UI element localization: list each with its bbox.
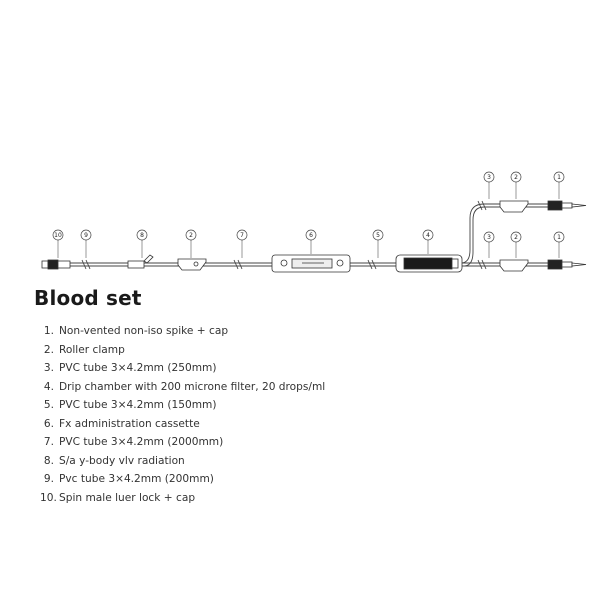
administration-cassette xyxy=(271,254,351,273)
legend-text: Roller clamp xyxy=(59,343,125,356)
callout-2-upper: 2 xyxy=(510,171,522,183)
y-body-valve-component xyxy=(127,254,154,269)
legend-text: Non-vented non-iso spike + cap xyxy=(59,325,229,337)
drip-chamber xyxy=(395,254,463,273)
svg-text:4: 4 xyxy=(426,232,430,239)
break-markers xyxy=(81,200,487,270)
legend-text: S/a y-body vlv radiation xyxy=(59,454,185,467)
spike-lower xyxy=(547,259,587,270)
callout-5: 5 xyxy=(372,229,384,241)
legend-text: PVC tube 3×4.2mm (250mm) xyxy=(59,362,217,374)
callout-2-main: 2 xyxy=(185,229,197,241)
spike-upper xyxy=(547,200,587,211)
legend-number: 7. xyxy=(43,436,54,448)
svg-text:8: 8 xyxy=(140,232,144,239)
callout-3-upper: 3 xyxy=(483,171,495,183)
upper-branch-tube xyxy=(461,203,548,267)
page-title: Blood set xyxy=(34,286,142,310)
legend-text: Drip chamber with 200 microne filter, 20… xyxy=(59,380,326,393)
legend-item: 10.Spin male luer lock + cap xyxy=(40,489,325,508)
callout-1-upper: 1 xyxy=(553,171,565,183)
legend-text: Spin male luer lock + cap xyxy=(59,491,196,504)
svg-text:7: 7 xyxy=(240,232,244,239)
callout-3-lower: 3 xyxy=(483,231,495,243)
svg-text:6: 6 xyxy=(309,232,313,239)
callout-6: 6 xyxy=(305,229,317,241)
luer-lock-component xyxy=(41,259,71,270)
callout-1-lower: 1 xyxy=(553,231,565,243)
legend-item: 3. PVC tube 3×4.2mm (250mm) xyxy=(40,359,325,378)
component-legend: 1. Non-vented non-iso spike + cap 2. Rolle… xyxy=(40,322,325,507)
legend-number: 8. xyxy=(43,454,54,467)
legend-item: 5. PVC tube 3×4.2mm (150mm) xyxy=(40,396,325,415)
legend-text: Pvc tube 3×4.2mm (200mm) xyxy=(59,473,214,485)
svg-text:3: 3 xyxy=(487,234,491,241)
callout-2-lower: 2 xyxy=(510,231,522,243)
roller-clamp-upper xyxy=(499,200,529,213)
legend-text: PVC tube 3×4.2mm (150mm) xyxy=(59,399,217,411)
callout-4: 4 xyxy=(422,229,434,241)
legend-item: 9. Pvc tube 3×4.2mm (200mm) xyxy=(40,470,325,489)
svg-text:2: 2 xyxy=(514,174,518,181)
svg-text:5: 5 xyxy=(376,232,380,239)
legend-item: 6. Fx administration cassette xyxy=(40,415,325,434)
svg-text:2: 2 xyxy=(189,232,193,239)
callout-9: 9 xyxy=(80,229,92,241)
callout-10: 10 xyxy=(52,229,64,241)
legend-number: 6. xyxy=(43,417,54,430)
svg-text:1: 1 xyxy=(557,174,561,181)
legend-number: 10. xyxy=(40,491,57,504)
legend-text: PVC tube 3×4.2mm (2000mm) xyxy=(59,436,224,448)
legend-number: 2. xyxy=(43,343,54,356)
callout-7: 7 xyxy=(236,229,248,241)
roller-clamp-lower xyxy=(499,259,529,272)
callouts: 10 9 8 2 7 6 5 4 3 2 1 3 2 1 xyxy=(52,171,565,243)
legend-item: 1. Non-vented non-iso spike + cap xyxy=(40,322,325,341)
legend-item: 2. Roller clamp xyxy=(40,341,325,360)
svg-text:1: 1 xyxy=(557,234,561,241)
legend-item: 8. S/a y-body vlv radiation xyxy=(40,452,325,471)
legend-number: 5. xyxy=(43,399,54,411)
svg-text:9: 9 xyxy=(84,232,88,239)
legend-number: 1. xyxy=(43,325,54,337)
legend-number: 3. xyxy=(43,362,54,374)
legend-text: Fx administration cassette xyxy=(59,417,200,430)
roller-clamp-main xyxy=(177,258,207,271)
legend-item: 7. PVC tube 3×4.2mm (2000mm) xyxy=(40,433,325,452)
svg-text:10: 10 xyxy=(54,232,62,239)
legend-number: 4. xyxy=(43,380,54,393)
callout-8: 8 xyxy=(136,229,148,241)
svg-text:3: 3 xyxy=(487,174,491,181)
legend-number: 9. xyxy=(43,473,54,485)
legend-item: 4. Drip chamber with 200 microne filter, … xyxy=(40,378,325,397)
svg-text:2: 2 xyxy=(514,234,518,241)
